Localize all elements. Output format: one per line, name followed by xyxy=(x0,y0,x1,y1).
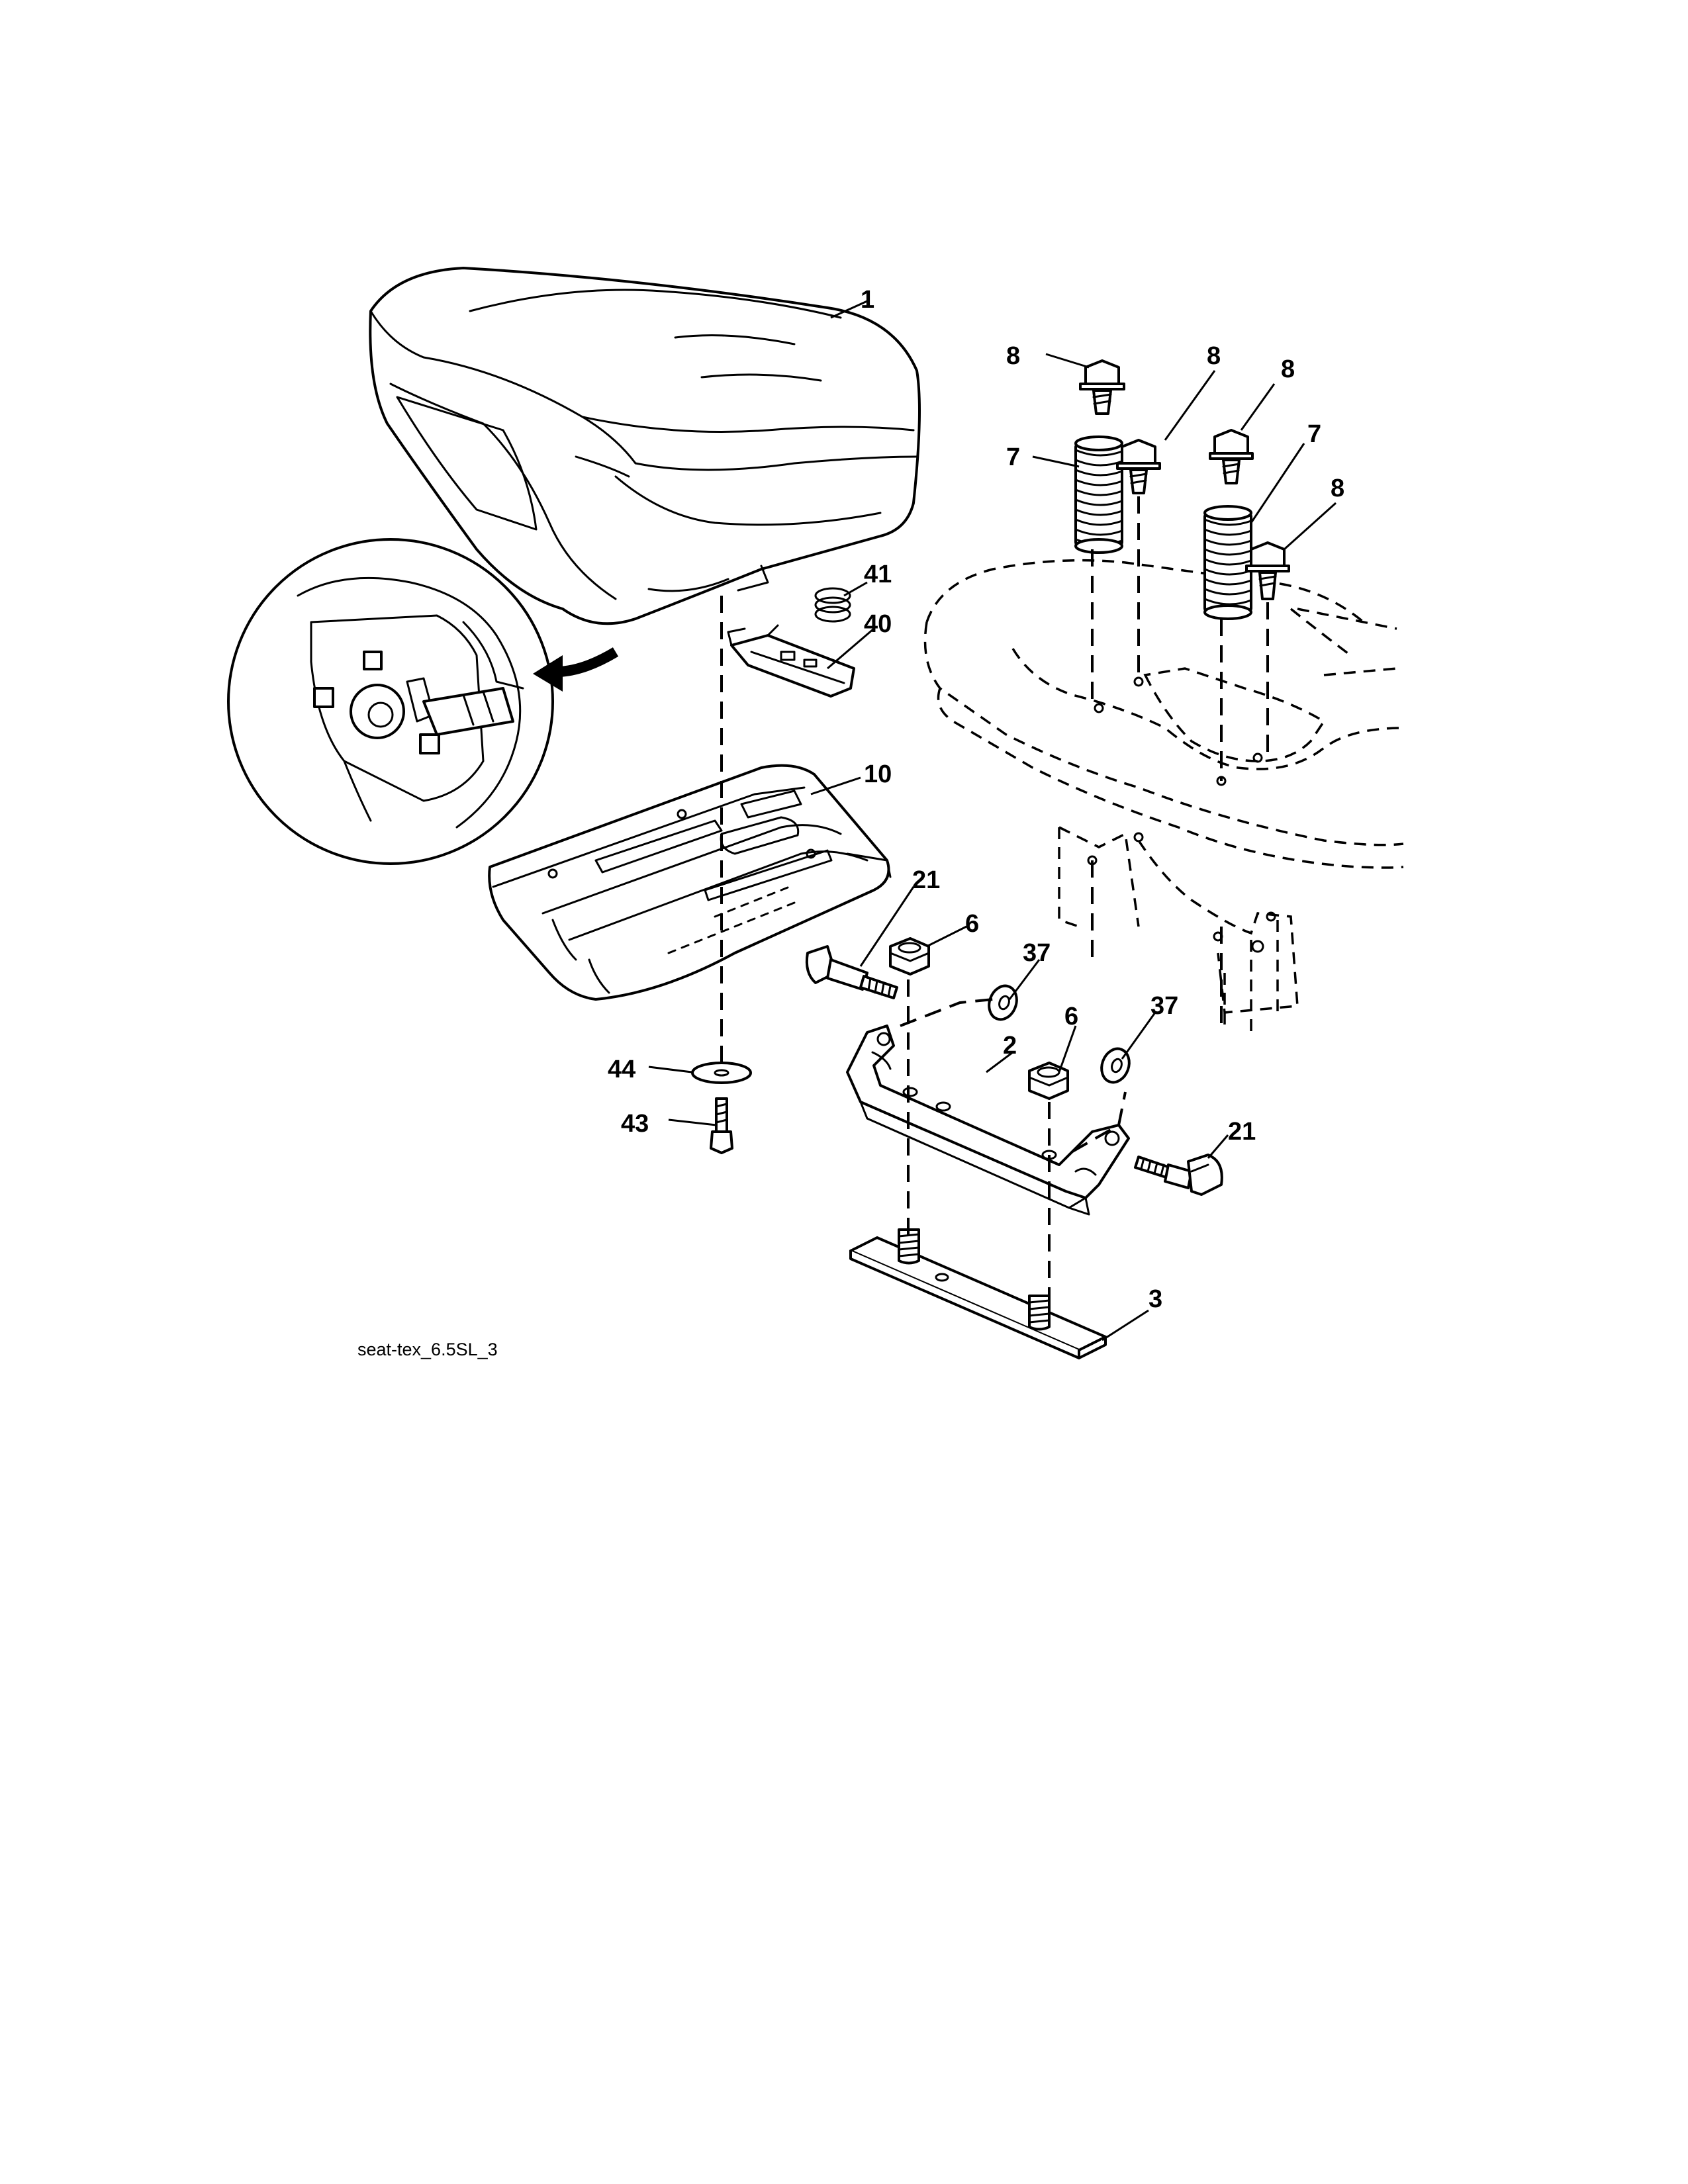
callout-40: 40 xyxy=(864,610,892,638)
callout-3: 3 xyxy=(1149,1285,1162,1313)
callout-6: 6 xyxy=(1064,1003,1078,1030)
callout-37: 37 xyxy=(1150,992,1178,1020)
callout-1: 1 xyxy=(861,286,874,314)
figure-id: seat-tex_6.5SL_3 xyxy=(357,1340,498,1359)
callout-7: 7 xyxy=(1307,420,1321,448)
callout-8: 8 xyxy=(1281,355,1295,383)
seat-pan-part-10 xyxy=(488,764,892,1001)
bolt-part-8-d xyxy=(1245,541,1290,600)
callout-21: 21 xyxy=(912,866,940,894)
callout-6: 6 xyxy=(965,910,979,938)
callout-2: 2 xyxy=(1003,1032,1017,1060)
nut-part-6-a xyxy=(889,937,930,976)
washer-part-37-a xyxy=(988,984,1018,1021)
callout-8: 8 xyxy=(1006,342,1020,370)
callout-10: 10 xyxy=(864,760,892,788)
shoulder-bolt-part-21-b xyxy=(1134,1154,1223,1196)
callout-21: 21 xyxy=(1228,1118,1256,1146)
detail-arrow xyxy=(533,647,619,692)
callout-8: 8 xyxy=(1331,475,1344,502)
callout-37: 37 xyxy=(1023,939,1051,967)
shoulder-bolt-part-21-a xyxy=(805,945,898,999)
washer-part-44 xyxy=(691,1062,752,1084)
callout-44: 44 xyxy=(608,1056,635,1083)
bolt-part-8-c xyxy=(1209,429,1254,484)
spring-part-7-b xyxy=(1203,505,1252,620)
bolt-part-8-a xyxy=(1079,359,1125,415)
callout-8: 8 xyxy=(1207,342,1221,370)
callout-41: 41 xyxy=(864,561,892,588)
leader-lines xyxy=(648,300,1337,1342)
tractor-frame-phantom xyxy=(923,559,1404,1032)
bracket-part-40 xyxy=(727,624,855,698)
spring-part-41 xyxy=(814,587,851,623)
callout-labels: 1 8 8 8 7 7 8 41 40 10 21 6 37 2 6 37 44… xyxy=(608,286,1344,1313)
seat-part-1 xyxy=(369,267,921,625)
plate-part-3 xyxy=(849,1228,1107,1359)
callout-43: 43 xyxy=(621,1110,649,1138)
callout-7: 7 xyxy=(1006,443,1020,471)
bolt-part-8-b xyxy=(1116,439,1161,494)
bracket-part-2 xyxy=(846,1024,1130,1216)
spring-part-7-a xyxy=(1074,435,1123,554)
nut-part-6-b xyxy=(1028,1062,1069,1100)
assembly-centerlines xyxy=(720,496,1269,1300)
detail-inset xyxy=(227,538,554,865)
bolt-part-43 xyxy=(710,1097,733,1154)
